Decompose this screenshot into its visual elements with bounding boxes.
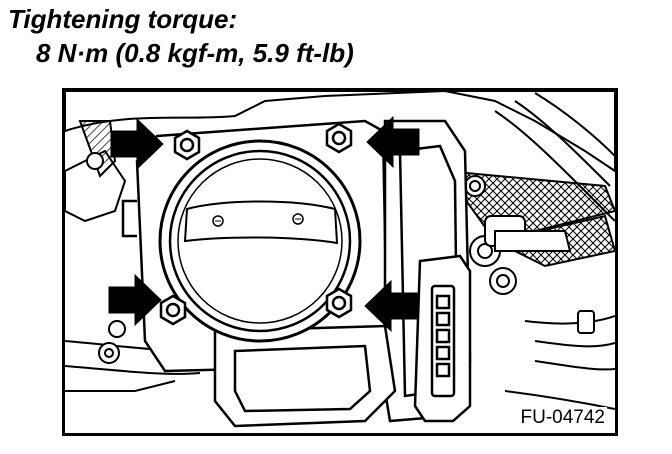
arrow-lower-left: [108, 273, 162, 327]
bolt-arrows: [108, 115, 420, 333]
bolt-upper-left: [173, 129, 201, 161]
throttle-body-drawing: [65, 91, 615, 428]
bolt-lower-right: [325, 287, 353, 319]
mounting-bolts: [159, 122, 353, 326]
bolt-lower-left: [159, 294, 187, 326]
background-hoses: [65, 91, 615, 410]
arrow-upper-left: [110, 117, 164, 171]
throttle-body-illustration: FU-04742: [62, 88, 618, 436]
arrow-lower-right: [364, 279, 418, 333]
bolt-upper-right: [325, 122, 353, 154]
torque-caption: Tightening torque: 8 N·m (0.8 kgf-m, 5.9…: [8, 2, 354, 70]
figure-id-label: FU-04742: [518, 407, 607, 429]
arrow-upper-right: [366, 115, 420, 169]
torque-title: Tightening torque:: [8, 4, 238, 34]
throttle-bore: [158, 139, 362, 343]
torque-value: 8 N·m (0.8 kgf-m, 5.9 ft-lb): [36, 38, 354, 68]
